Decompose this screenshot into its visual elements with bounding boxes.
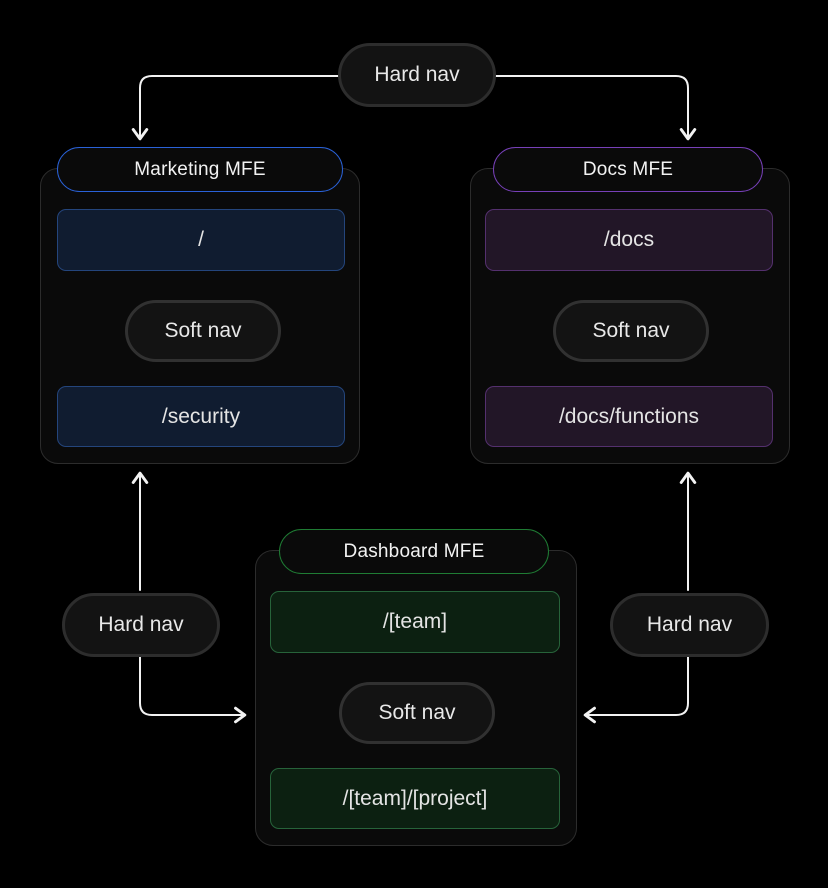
- docs-mfe-title-pill: Docs MFE: [493, 147, 763, 192]
- route-label: /[team]: [382, 610, 448, 633]
- soft-nav-pill-dashboard: Soft nav: [339, 682, 495, 744]
- route-node-dashboard-project: /[team]/[project]: [270, 768, 560, 829]
- route-label: /security: [161, 404, 241, 428]
- hard-nav-label: Hard nav: [374, 63, 460, 86]
- soft-nav-pill-docs: Soft nav: [553, 300, 709, 362]
- soft-nav-label: Soft nav: [164, 319, 242, 342]
- soft-nav-label: Soft nav: [378, 701, 456, 724]
- route-node-dashboard-team: /[team]: [270, 591, 560, 653]
- route-node-docs-functions: /docs/functions: [485, 386, 773, 447]
- dashboard-mfe-title: Dashboard MFE: [343, 540, 485, 562]
- route-label: /docs: [603, 228, 655, 251]
- hard-nav-label: Hard nav: [646, 613, 733, 636]
- dashboard-mfe-title-pill: Dashboard MFE: [279, 529, 549, 574]
- hard-nav-pill-right: Hard nav: [610, 593, 769, 657]
- route-node-marketing-security: /security: [57, 386, 345, 447]
- hard-nav-pill-left: Hard nav: [62, 593, 220, 657]
- route-label: /docs/functions: [558, 404, 700, 428]
- soft-nav-label: Soft nav: [592, 319, 670, 342]
- marketing-mfe-title: Marketing MFE: [134, 158, 266, 180]
- route-node-marketing-root: /: [57, 209, 345, 271]
- route-label: /[team]/[project]: [342, 786, 488, 810]
- soft-nav-pill-marketing: Soft nav: [125, 300, 281, 362]
- marketing-mfe-title-pill: Marketing MFE: [57, 147, 343, 192]
- route-node-docs-root: /docs: [485, 209, 773, 271]
- route-label: /: [198, 228, 204, 251]
- docs-mfe-title: Docs MFE: [582, 158, 674, 180]
- hard-nav-pill-top: Hard nav: [338, 43, 496, 107]
- hard-nav-label: Hard nav: [98, 613, 184, 636]
